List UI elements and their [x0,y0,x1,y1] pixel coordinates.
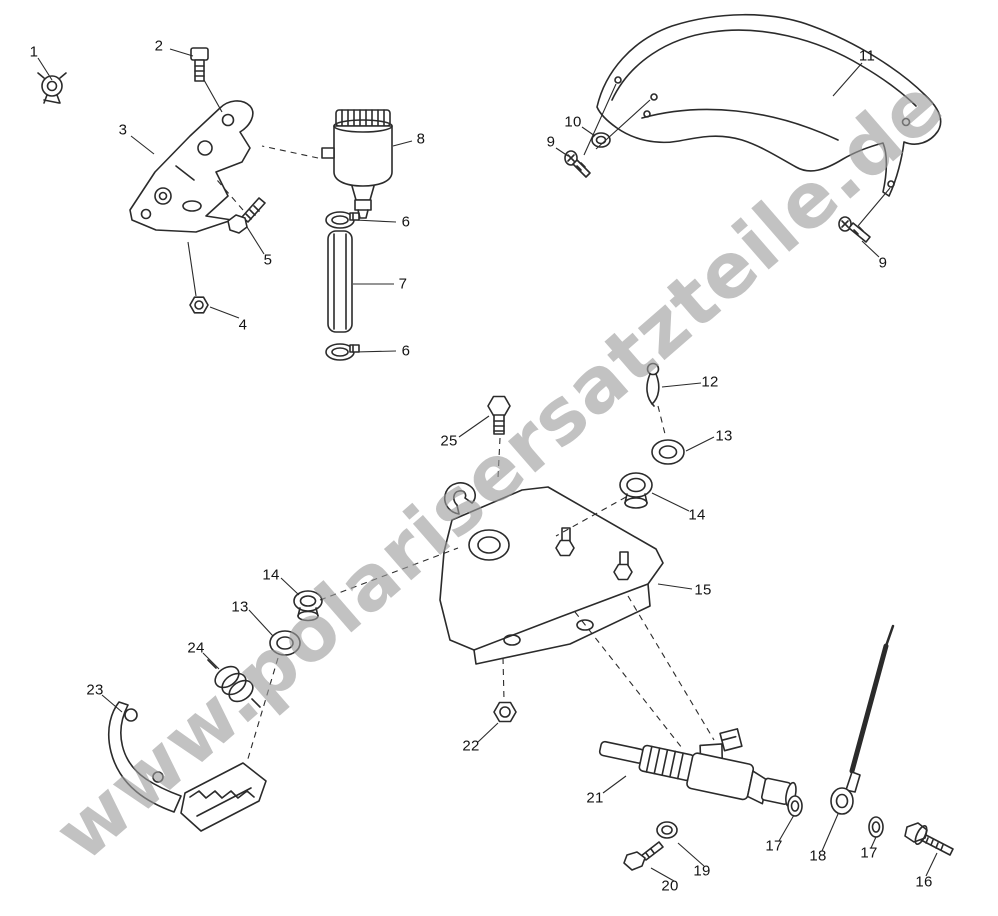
part-17-washer-left [787,795,803,817]
part-18-rod-end [830,624,895,815]
part-12-cotter-pin [646,362,660,407]
part-9-screw-right [838,216,871,243]
part-2-bolt [190,47,209,82]
part-13-washer-top [651,439,685,465]
part-4-nut [189,296,209,314]
part-25-bolt [487,395,511,435]
part-7-hose [327,230,353,333]
part-13-washer-left [269,630,301,656]
part-8-reservoir [321,109,393,219]
part-9-screw-left [564,150,591,178]
part-22-nut [493,701,517,723]
part-16-bolt [904,822,954,856]
part-21-master-cylinder [598,728,797,808]
leader-lines [37,48,938,882]
part-3-bracket [129,100,254,233]
assembly-lines [216,145,715,763]
part-19-washer [656,821,678,839]
part-24-spring [207,659,261,708]
part-17-washer-right [868,816,884,838]
part-6-clamp-top [325,211,360,229]
part-6-clamp-bottom [325,343,360,361]
part-23-pedal [107,701,267,832]
part-14-bushing-top [619,472,653,509]
part-11-cover [596,13,942,197]
part-20-bolt [623,841,664,871]
part-14-bushing-left [293,590,323,622]
part-1-clamp [37,72,67,104]
part-5-bolt [227,197,266,234]
part-15-bracket [439,482,664,665]
